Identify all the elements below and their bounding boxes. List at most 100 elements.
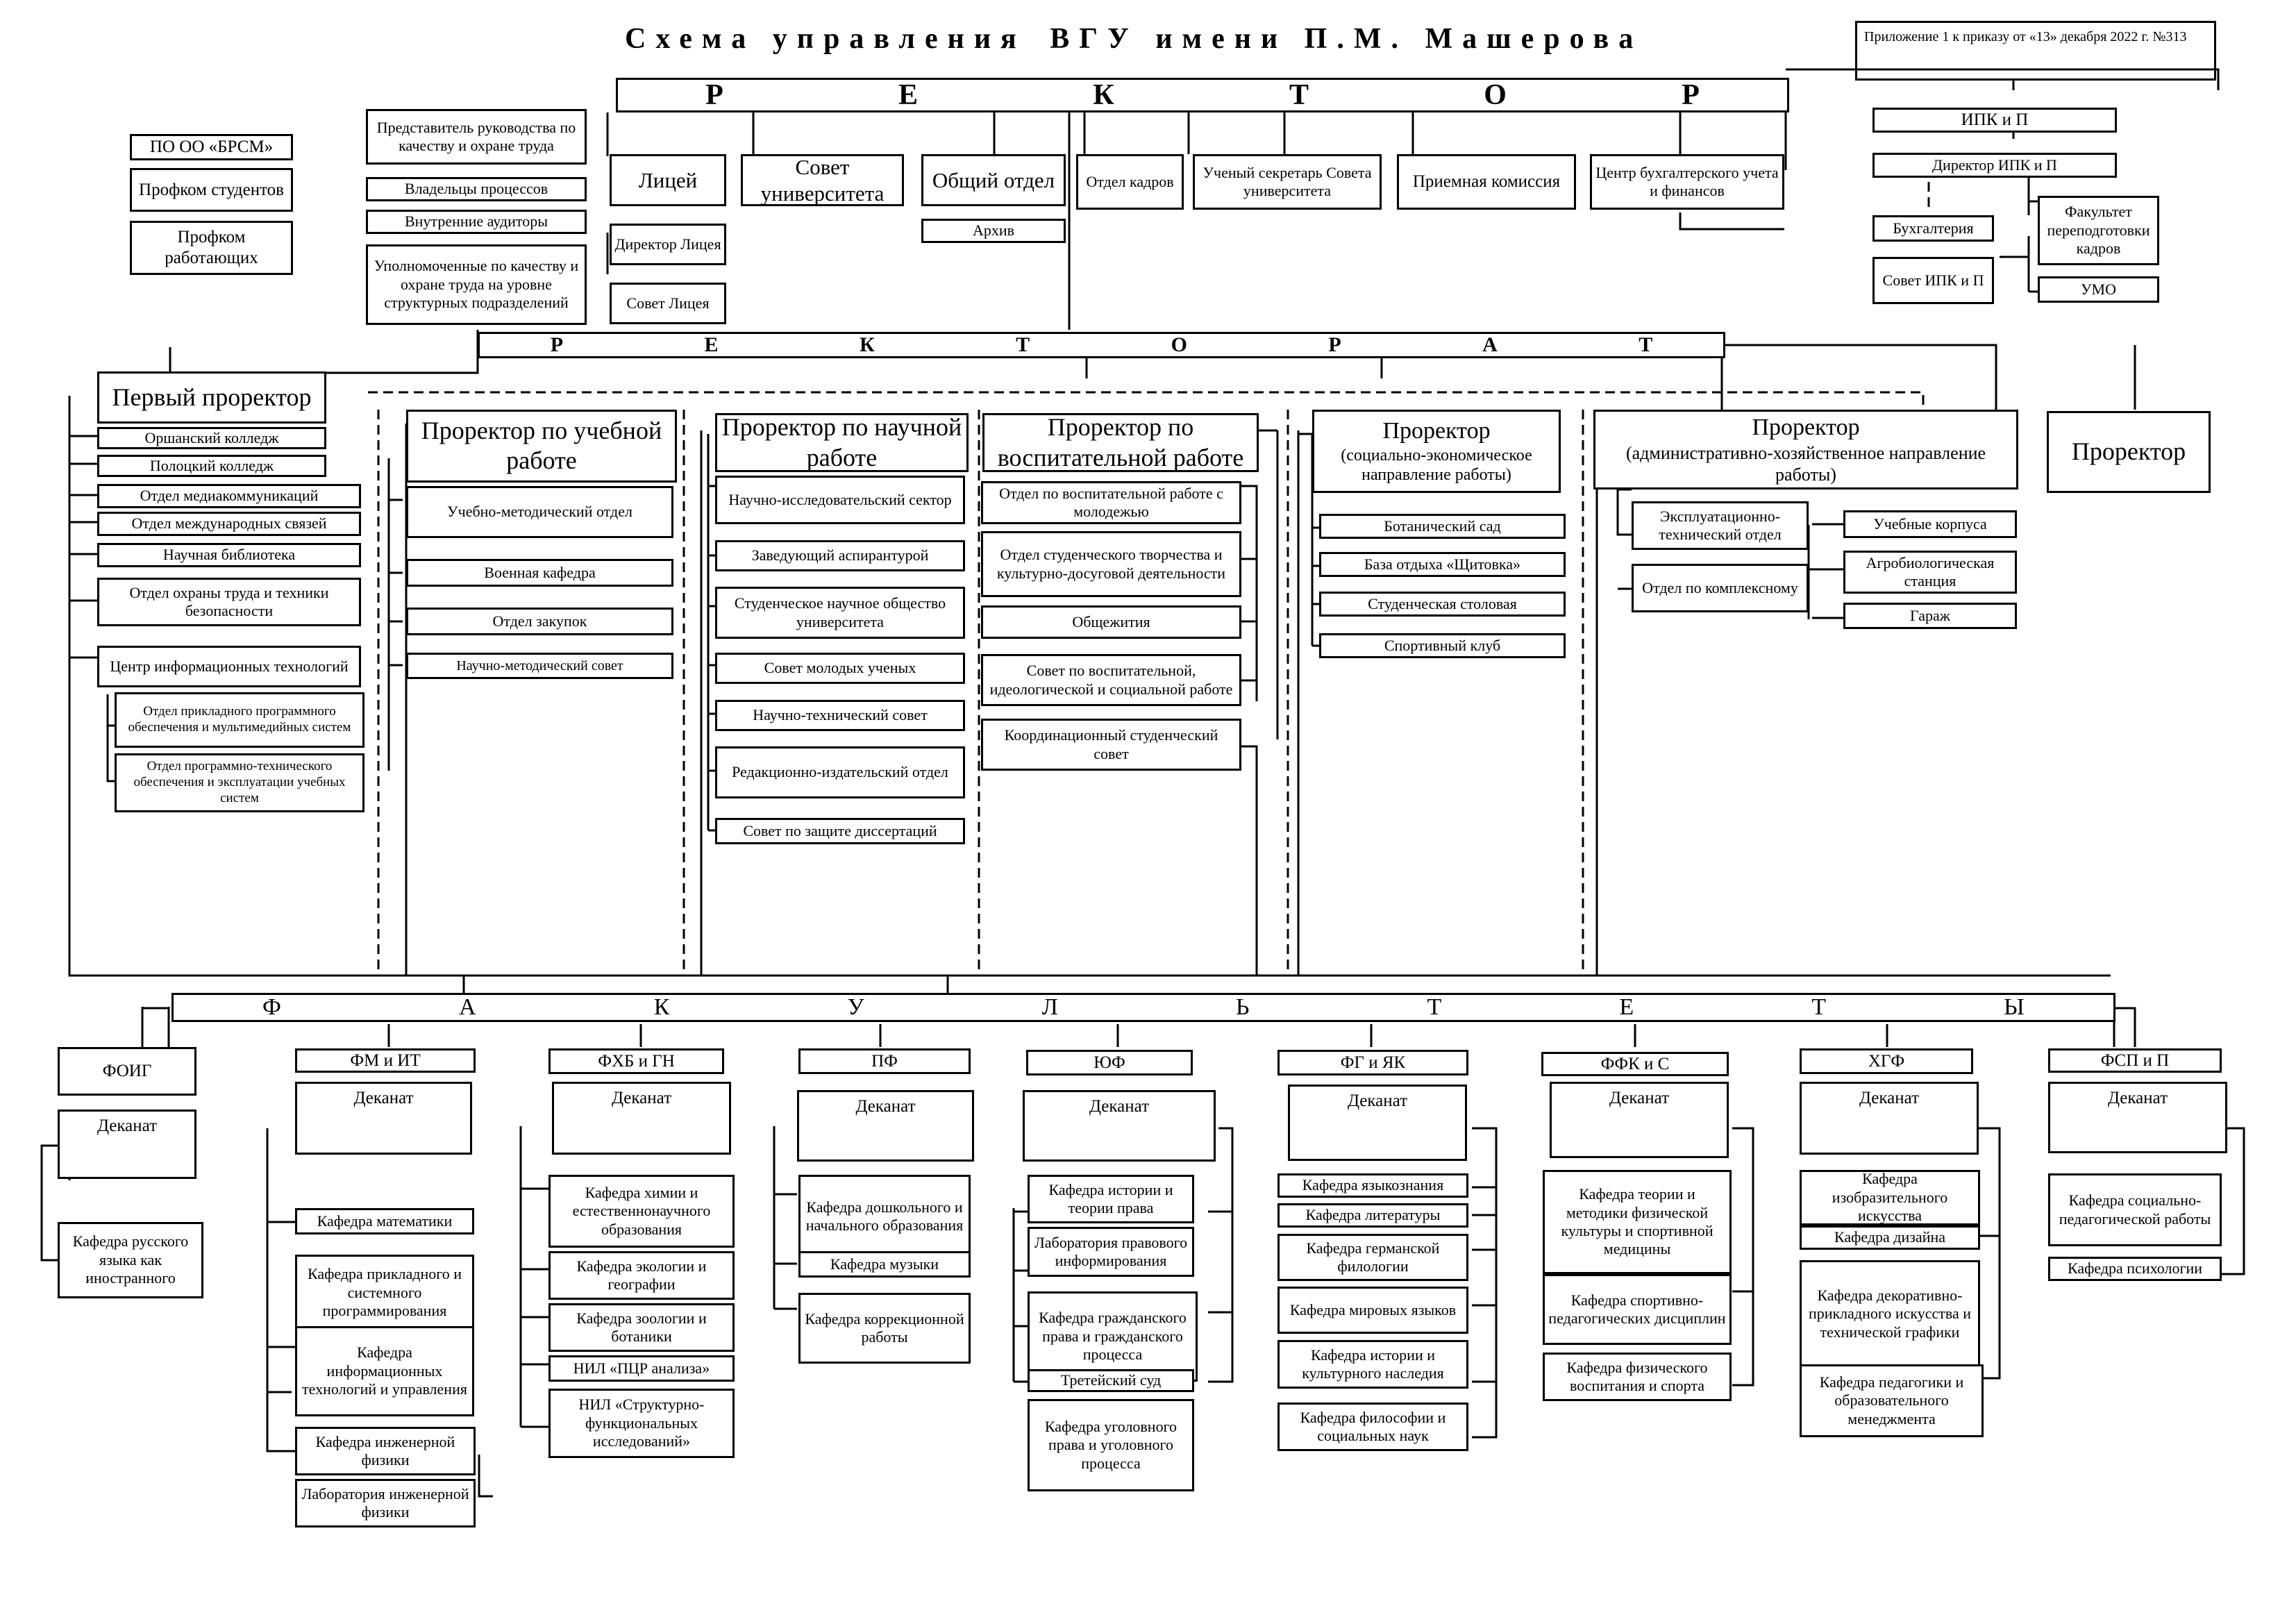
first-vice-unit: Центр информационных технологий — [97, 646, 361, 687]
first-vice-unit: Отдел международных связей — [97, 512, 361, 536]
vice-adm-unit: Учебные корпуса — [1843, 510, 2017, 538]
vice-soc-unit: База отдыха «Щитовка» — [1319, 552, 1566, 577]
quality-representative: Представитель руководства по качеству и … — [366, 109, 587, 165]
scientific-secretary: Ученый секретарь Совета университета — [1193, 154, 1382, 210]
faculty-header: ЮФ — [1026, 1050, 1193, 1075]
internal-auditors: Внутренние аудиторы — [366, 210, 587, 234]
vice-sci-unit: Совет молодых ученых — [715, 653, 965, 684]
faculty-header: ФМ и ИТ — [295, 1048, 476, 1073]
department: НИЛ «ПЦР анализа» — [548, 1355, 735, 1382]
process-owners: Владельцы процессов — [366, 177, 587, 201]
vice-sci-unit: Редакционно-издательский отдел — [715, 746, 965, 798]
department: Кафедра русского языка как иностранного — [58, 1222, 203, 1298]
rectorate-letter: Р — [550, 333, 564, 356]
vice-edu-unit: Отдел закупок — [406, 608, 673, 635]
rector-letter: Р — [705, 79, 723, 111]
lyceum-director: Директор Лицея — [610, 224, 726, 265]
vice-soc-unit: Спортивный клуб — [1319, 633, 1566, 658]
ipk-council: Совет ИПК и П — [1872, 257, 1994, 304]
department: Кафедра изобразительного искусства — [1800, 1170, 1980, 1225]
faculties-letter: А — [459, 994, 476, 1020]
dean-office: Деканат — [1023, 1090, 1216, 1162]
vice-upbr-unit: Общежития — [981, 605, 1241, 639]
hr-dept: Отдел кадров — [1076, 154, 1184, 210]
faculties-letter: Ы — [2004, 994, 2025, 1020]
first-vice-unit: Оршанский колледж — [97, 427, 326, 449]
staff-union-box: Профком работающих — [130, 221, 293, 275]
ipk-box: ИПК и П — [1872, 108, 2117, 133]
department: Кафедра математики — [295, 1208, 474, 1234]
department: Лаборатория инженерной физики — [295, 1479, 476, 1527]
department: Кафедра коррекционной работы — [798, 1293, 971, 1364]
dean-office: Деканат — [1550, 1082, 1729, 1158]
department: Кафедра теории и методики физической кул… — [1543, 1170, 1732, 1274]
rector-letter: К — [1093, 79, 1114, 111]
vice-upbr-unit: Координационный студенческий совет — [981, 719, 1241, 771]
faculties-letter: Л — [1041, 994, 1058, 1020]
dean-office: Деканат — [295, 1082, 472, 1155]
first-vice-unit: Полоцкий колледж — [97, 455, 326, 477]
department: Кафедра информационных технологий и упра… — [295, 1326, 474, 1416]
department: Кафедра прикладного и системного програм… — [295, 1255, 474, 1331]
vice-adm-unit: Эксплуатационно-технический отдел — [1632, 501, 1809, 550]
first-vice-unit: Научная библиотека — [97, 543, 361, 567]
faculty-header: ФСП и П — [2048, 1048, 2222, 1073]
admissions-committee: Приемная комиссия — [1397, 154, 1576, 210]
first-vice-rector: Первый проректор — [97, 371, 326, 424]
department: Кафедра психологии — [2048, 1257, 2222, 1281]
vice-adm-unit: Гараж — [1843, 603, 2017, 629]
faculties-letter: Т — [1811, 994, 1827, 1020]
ipk-accounting: Бухгалтерия — [1872, 215, 1994, 242]
vice-social-title: Проректор — [1382, 417, 1491, 444]
faculty-header: ФФК и С — [1541, 1052, 1729, 1076]
dean-office: Деканат — [552, 1082, 731, 1155]
quality-authorized: Уполномоченные по качеству и охране труд… — [366, 244, 587, 325]
vice-rector-plain: Проректор — [2047, 411, 2211, 493]
lyceum-council: Совет Лицея — [610, 283, 726, 324]
faculty-header: ПФ — [798, 1048, 971, 1074]
vice-adm-unit: Отдел по комплексному — [1632, 564, 1809, 612]
department: Кафедра музыки — [798, 1251, 971, 1278]
department: Кафедра мировых языков — [1277, 1287, 1468, 1334]
vice-rector-education: Проректор по учебной работе — [406, 410, 677, 483]
vice-rector-upbringing: Проректор по воспитательной работе — [982, 413, 1259, 472]
vice-sci-unit: Научно-технический совет — [715, 700, 965, 731]
department: Кафедра истории и культурного наследия — [1277, 1340, 1468, 1389]
university-council: Совет университета — [741, 154, 904, 206]
vice-edu-unit: Научно-методический совет — [406, 653, 673, 679]
faculties-letter: Ф — [262, 994, 281, 1020]
department: Кафедра дошкольного и начального образов… — [798, 1175, 971, 1258]
accounting-center: Центр бухгалтерского учета и финансов — [1590, 154, 1784, 210]
vice-soc-unit: Студенческая столовая — [1319, 592, 1566, 617]
rectorate-letter: К — [859, 333, 875, 356]
faculties-letter: Ь — [1235, 994, 1250, 1020]
department: Кафедра химии и естественнонаучного обра… — [548, 1175, 735, 1248]
rectorate-letter: О — [1171, 333, 1187, 356]
vice-edu-unit: Военная кафедра — [406, 559, 673, 587]
department: Кафедра литературы — [1277, 1203, 1468, 1228]
dean-office: Деканат — [2048, 1082, 2227, 1153]
dean-office: Деканат — [58, 1110, 196, 1179]
dean-office: Деканат — [797, 1090, 974, 1162]
department: Лаборатория правового информирования — [1028, 1227, 1194, 1277]
vice-edu-unit: Учебно-методический отдел — [406, 486, 673, 538]
it-subunit: Отдел прикладного программного обеспечен… — [115, 692, 364, 748]
ipk-director: Директор ИПК и П — [1872, 153, 2117, 178]
vice-upbr-unit: Отдел по воспитательной работе с молодеж… — [981, 481, 1241, 524]
faculty-header: ФГ и ЯК — [1277, 1050, 1468, 1075]
vice-adm-subtitle: (административно-хозяйственное направлен… — [1625, 442, 1986, 485]
department: Кафедра педагогики и образовательного ме… — [1800, 1364, 1984, 1437]
department: Кафедра философии и социальных наук — [1277, 1403, 1468, 1451]
vice-adm-unit: Агробиологическая станция — [1843, 551, 2017, 594]
archive-box: Архив — [921, 219, 1066, 243]
department: Кафедра физического воспитания и спорта — [1543, 1353, 1732, 1401]
department: Кафедра языкознания — [1277, 1173, 1468, 1198]
retraining-faculty: Факультет переподготовки кадров — [2038, 196, 2159, 265]
vice-upbr-unit: Отдел студенческого творчества и культур… — [981, 531, 1241, 597]
department: Кафедра дизайна — [1800, 1225, 1980, 1250]
vice-upbr-unit: Совет по воспитательной, идеологической … — [981, 654, 1241, 706]
it-subunit: Отдел программно-технического обеспечени… — [115, 753, 364, 812]
department: НИЛ «Структурно-функциональных исследова… — [548, 1389, 735, 1458]
department: Кафедра инженерной физики — [295, 1427, 476, 1475]
